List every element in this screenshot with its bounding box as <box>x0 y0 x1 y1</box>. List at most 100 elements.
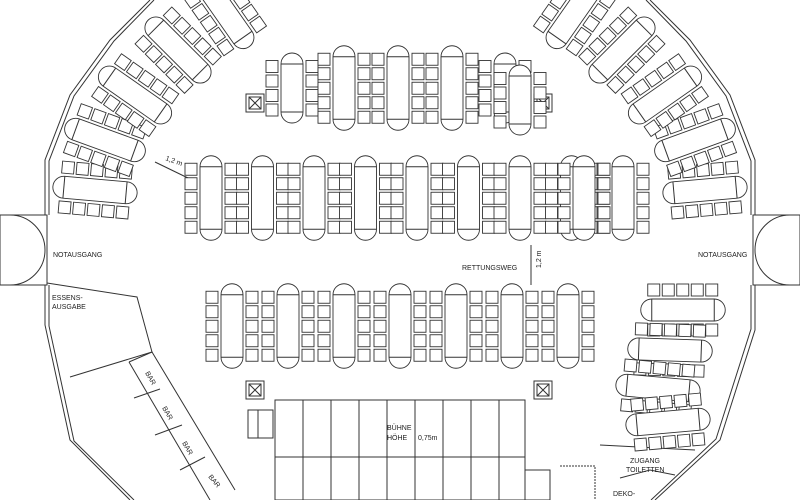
emergency-exit-left[interactable] <box>0 214 48 286</box>
chair <box>685 204 700 219</box>
table-group <box>205 283 259 369</box>
chair <box>681 363 696 378</box>
table <box>654 117 736 163</box>
chair <box>638 359 653 374</box>
chair <box>62 140 80 158</box>
chair <box>276 206 289 220</box>
chair <box>57 200 72 215</box>
chair <box>276 177 289 191</box>
chair <box>643 119 662 138</box>
chair <box>469 334 483 348</box>
chair <box>482 206 495 220</box>
chair <box>478 60 492 73</box>
chair <box>76 145 94 163</box>
chair <box>317 348 331 362</box>
chair <box>693 108 710 125</box>
chair <box>249 15 268 34</box>
chair <box>327 162 341 176</box>
chair <box>203 47 222 66</box>
chair <box>144 44 163 64</box>
chair <box>442 220 455 234</box>
chair <box>305 89 319 102</box>
chair <box>619 6 638 25</box>
table <box>627 337 713 363</box>
table-group <box>578 6 666 94</box>
table-group <box>236 155 289 241</box>
chair <box>693 150 710 168</box>
table <box>52 175 138 205</box>
chair <box>533 191 547 205</box>
table-group <box>317 45 371 131</box>
chair <box>245 348 259 362</box>
chair <box>162 6 181 25</box>
chair <box>115 205 130 220</box>
chair <box>373 348 387 362</box>
table <box>572 155 596 241</box>
table <box>386 45 410 131</box>
chair <box>525 334 539 348</box>
chair <box>598 26 617 46</box>
chair <box>72 201 87 216</box>
chair <box>636 162 650 176</box>
chair <box>636 206 650 220</box>
table <box>280 52 304 124</box>
table-group <box>371 45 425 131</box>
chair <box>357 110 371 124</box>
chair <box>317 334 331 348</box>
chair <box>379 177 392 191</box>
chair <box>172 16 192 35</box>
chair <box>287 206 301 220</box>
chair <box>634 322 649 336</box>
table <box>332 283 356 369</box>
chair <box>245 334 259 348</box>
chair <box>598 0 617 9</box>
table-group <box>541 283 595 369</box>
chair <box>339 162 352 176</box>
chair <box>430 220 444 234</box>
table <box>97 65 173 125</box>
chair <box>317 110 331 124</box>
chair <box>465 52 479 66</box>
chair <box>317 96 331 110</box>
chair <box>465 110 479 124</box>
table-group <box>429 283 483 369</box>
chair <box>588 37 607 56</box>
chair <box>224 191 238 205</box>
chair <box>679 155 697 173</box>
chair <box>411 110 425 124</box>
chair <box>632 78 651 97</box>
chair <box>541 348 555 362</box>
table-group <box>485 283 539 369</box>
table-group <box>662 160 748 220</box>
chair <box>533 162 547 176</box>
chair <box>533 101 547 114</box>
chair <box>429 334 443 348</box>
chair <box>301 319 315 333</box>
chair <box>90 150 107 168</box>
chair <box>430 206 444 220</box>
chair <box>493 101 507 114</box>
table-group <box>620 53 710 138</box>
chair <box>430 177 444 191</box>
table-group <box>390 155 444 241</box>
chair <box>442 206 455 220</box>
chair <box>670 205 685 220</box>
chair <box>224 177 238 191</box>
chair <box>339 220 352 234</box>
chair <box>655 110 674 129</box>
table-group <box>317 283 371 369</box>
chair <box>713 201 728 216</box>
table <box>195 0 255 50</box>
chair <box>469 348 483 362</box>
chair <box>371 52 385 66</box>
chair <box>493 191 507 205</box>
chair <box>429 348 443 362</box>
chair <box>357 81 371 95</box>
bar-label: BAR <box>180 441 193 457</box>
table <box>508 155 532 241</box>
emergency-exit-right[interactable] <box>752 214 800 286</box>
chair <box>533 220 547 234</box>
chair <box>371 81 385 95</box>
chair <box>265 89 279 102</box>
